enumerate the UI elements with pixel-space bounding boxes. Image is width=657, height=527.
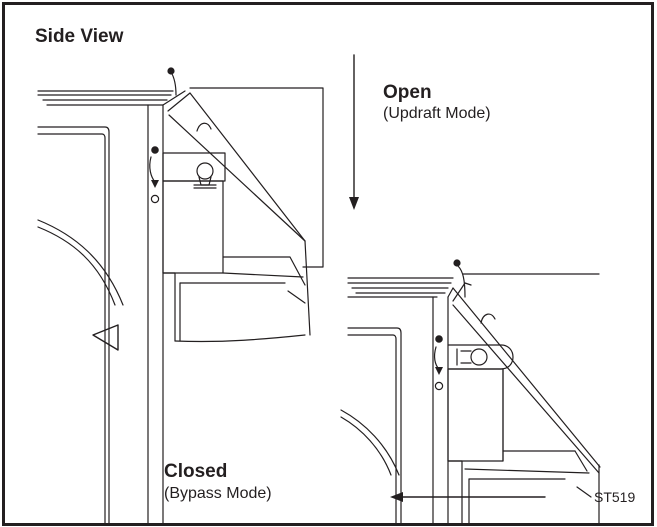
open-mode-label: (Updraft Mode) — [383, 105, 491, 122]
figure-code: ST519 — [594, 489, 636, 505]
flue-outline-open — [190, 88, 323, 267]
closed-mode-label: (Bypass Mode) — [164, 485, 272, 502]
pivot-top-open-icon — [152, 147, 158, 153]
arrow-down-icon — [349, 55, 359, 210]
pivot-top-closed-icon — [436, 336, 442, 342]
open-label: Open — [383, 82, 432, 103]
arrow-left-icon — [390, 492, 545, 502]
pivot-bottom-closed-icon — [435, 382, 442, 389]
rotation-arrow-closed-icon — [435, 347, 439, 369]
open-stove-illustration — [38, 68, 323, 523]
door-handle-icon — [448, 345, 513, 369]
damper-knob-icon — [194, 163, 216, 188]
closed-label: Closed — [164, 461, 228, 482]
damper-handle-tip-closed-icon — [454, 260, 460, 266]
diagram-title: Side View — [35, 26, 124, 47]
rotation-arrow-open-icon — [150, 157, 155, 182]
pivot-bottom-open-icon — [151, 195, 158, 202]
damper-handle-tip-icon — [168, 68, 174, 74]
closed-stove-illustration — [341, 260, 600, 523]
damper-bracket-open — [163, 153, 225, 181]
side-view-drawing — [5, 5, 651, 523]
